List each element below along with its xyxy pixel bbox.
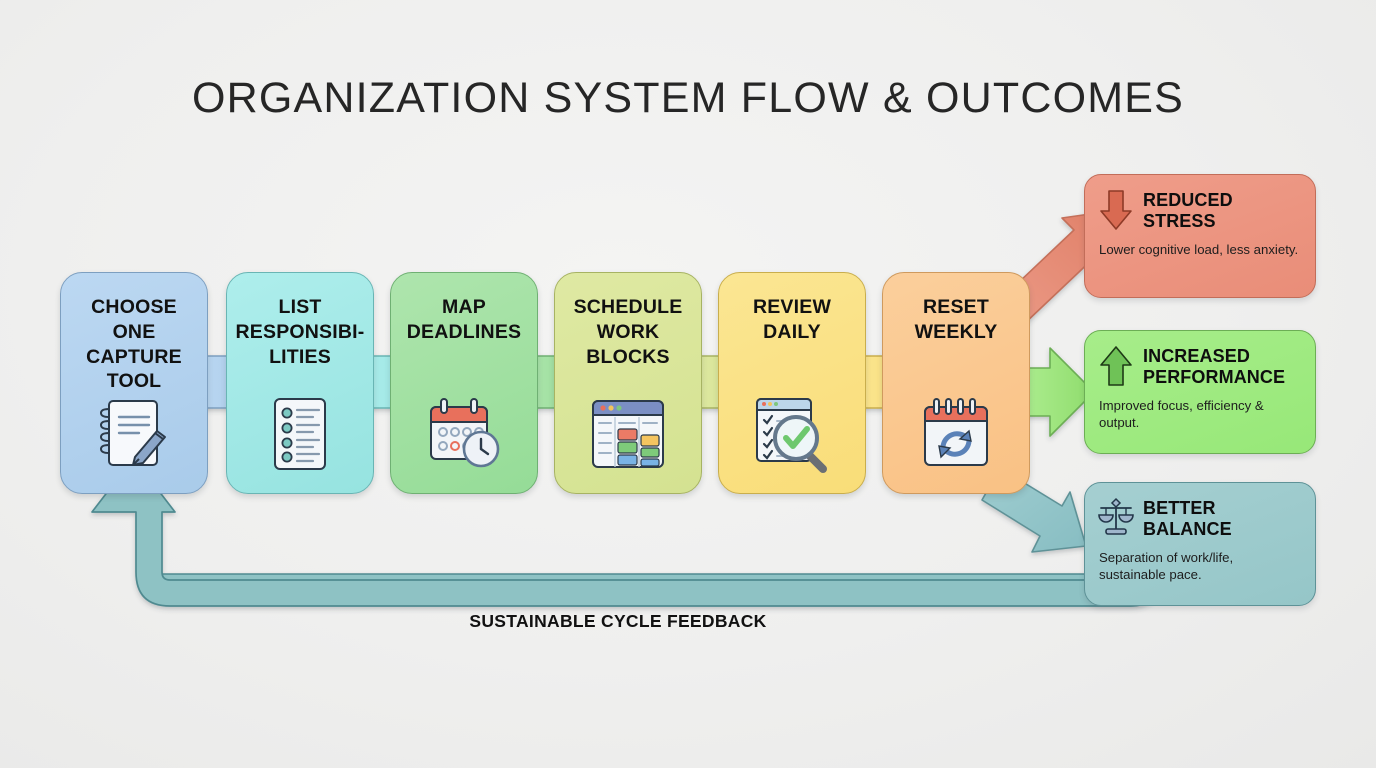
outcome-title: REDUCED STRESS <box>1143 190 1233 232</box>
flow-step-reset-weekly[interactable]: RESET WEEKLY <box>882 272 1030 494</box>
page-title: ORGANIZATION SYSTEM FLOW & OUTCOMES <box>191 74 1185 122</box>
outcome-title: INCREASED PERFORMANCE <box>1143 346 1286 388</box>
flow-step-label: LIST RESPONSIBI-LITIES <box>235 296 365 368</box>
outcome-description: Lower cognitive load, less anxiety. <box>1099 242 1299 257</box>
balance-scales-icon <box>1097 495 1135 541</box>
calendar-clock-icon <box>421 391 507 477</box>
outcome-increased-performance[interactable]: INCREASED PERFORMANCE Improved focus, ef… <box>1084 330 1316 454</box>
outcome-header: BETTER BALANCE <box>1097 497 1301 541</box>
flow-step-review-daily[interactable]: REVIEW DAILY <box>718 272 866 494</box>
notepad-pencil-icon <box>91 391 177 477</box>
flow-step-map-deadlines[interactable]: MAP DEADLINES <box>390 272 538 494</box>
outcome-header: INCREASED PERFORMANCE <box>1097 345 1301 389</box>
arrow-up-icon <box>1097 343 1135 389</box>
outcome-description: Separation of work/life, sustainable pac… <box>1099 550 1234 583</box>
flow-step-list-responsibilities[interactable]: LIST RESPONSIBI-LITIES <box>226 272 374 494</box>
calendar-refresh-icon <box>913 391 999 477</box>
outcome-title: BETTER BALANCE <box>1143 498 1232 540</box>
feedback-loop-label: SUSTAINABLE CYCLE FEEDBACK <box>469 611 767 631</box>
magnifier-checkmark-icon <box>749 391 835 477</box>
outcome-reduced-stress[interactable]: REDUCED STRESS Lower cognitive load, les… <box>1084 174 1316 298</box>
calendar-app-blocks-icon <box>585 391 671 477</box>
outcome-header: REDUCED STRESS <box>1097 189 1301 233</box>
checklist-icon <box>257 391 343 477</box>
outcome-better-balance[interactable]: BETTER BALANCE Separation of work/life, … <box>1084 482 1316 606</box>
outcome-description: Improved focus, efficiency & output. <box>1099 398 1264 431</box>
flow-step-label: RESET WEEKLY <box>914 296 998 343</box>
flow-step-choose-capture-tool[interactable]: CHOOSE ONE CAPTURE TOOL <box>60 272 208 494</box>
arrow-down-icon <box>1097 187 1135 233</box>
flow-step-label: REVIEW DAILY <box>752 296 832 343</box>
flow-step-label: SCHEDULE WORK BLOCKS <box>573 296 683 368</box>
flow-step-label: MAP DEADLINES <box>406 296 522 343</box>
flow-step-label: CHOOSE ONE CAPTURE TOOL <box>86 296 182 393</box>
flow-step-schedule-work-blocks[interactable]: SCHEDULE WORK BLOCKS <box>554 272 702 494</box>
